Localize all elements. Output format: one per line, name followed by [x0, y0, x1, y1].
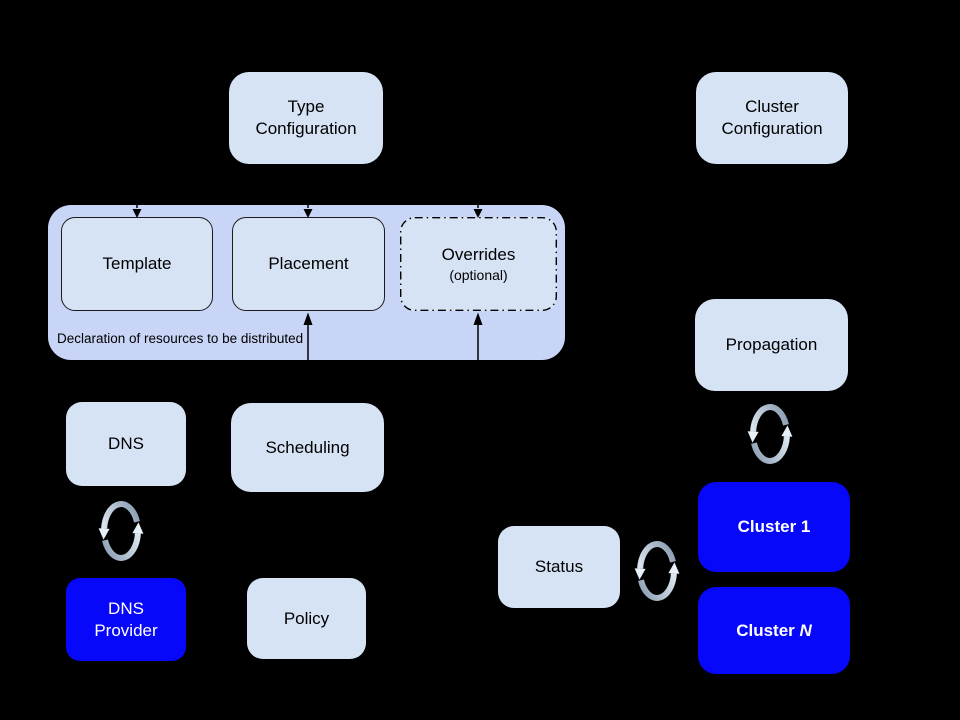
- node-label: Template: [102, 254, 172, 273]
- node-cluster-n: Cluster N: [698, 587, 850, 674]
- node-placement: Placement: [232, 217, 385, 311]
- node-status: Status: [498, 526, 620, 608]
- node-label: Type: [287, 97, 325, 116]
- node-label: Scheduling: [265, 437, 350, 457]
- node-label: Cluster 1: [737, 517, 811, 536]
- sync-icon: [635, 544, 680, 598]
- node-template: Template: [61, 217, 213, 311]
- node-label: Cluster: [745, 97, 799, 116]
- node-label: Provider: [94, 620, 158, 640]
- node-scheduling: Scheduling: [231, 403, 384, 492]
- sync-icon: [99, 504, 144, 558]
- node-label: Configuration: [721, 119, 823, 138]
- node-overrides: Overrides (optional): [400, 217, 557, 311]
- node-propagation: Propagation: [695, 299, 848, 391]
- node-label: Overrides: [441, 245, 516, 264]
- node-policy: Policy: [247, 578, 366, 659]
- node-label: Cluster N: [736, 620, 812, 640]
- node-cluster-1: Cluster 1: [698, 482, 850, 572]
- node-label: DNS: [108, 434, 144, 453]
- node-cluster-configuration: Cluster Configuration: [696, 72, 848, 164]
- node-label: Policy: [283, 608, 330, 628]
- node-label: Propagation: [725, 335, 818, 354]
- node-sublabel: (optional): [449, 267, 508, 283]
- node-label: Configuration: [255, 119, 357, 138]
- sync-icon: [748, 407, 793, 461]
- node-dns-provider: DNS Provider: [66, 578, 186, 661]
- container-caption: Declaration of resources to be distribut…: [57, 331, 304, 346]
- node-label: DNS: [108, 598, 144, 618]
- node-label: Placement: [268, 254, 349, 273]
- node-label: Status: [534, 557, 584, 576]
- node-dns: DNS: [66, 402, 186, 486]
- node-type-configuration: Type Configuration: [229, 72, 383, 164]
